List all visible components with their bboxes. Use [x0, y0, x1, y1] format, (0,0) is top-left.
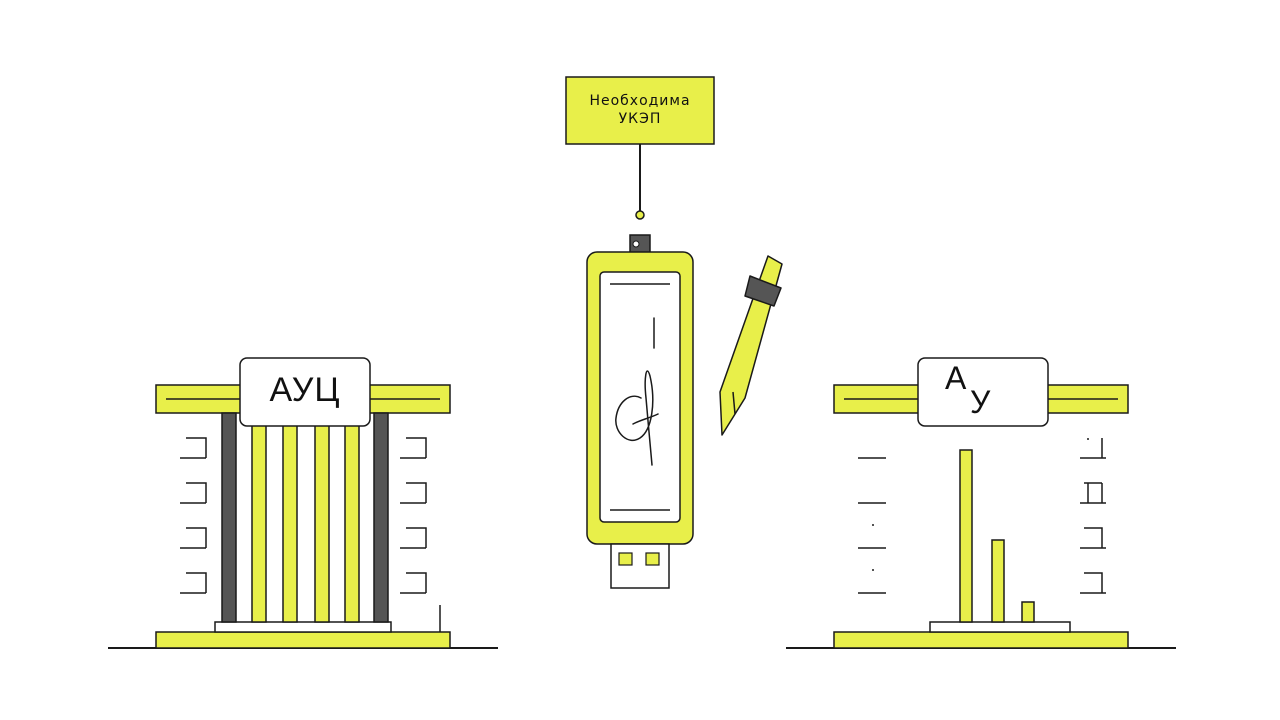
column — [314, 424, 330, 623]
left-sign-text: АУЦ — [269, 371, 341, 409]
left-building — [108, 357, 498, 649]
building-base — [155, 631, 451, 649]
column-dark — [373, 412, 389, 623]
signature-icon — [615, 317, 659, 466]
usb-token-icon — [586, 234, 694, 589]
right-sign-letter-u: У — [970, 384, 991, 420]
building-step — [929, 621, 1071, 633]
left-sign-plate — [239, 357, 371, 427]
column — [1021, 601, 1035, 623]
column — [282, 424, 298, 623]
right-sign-letter-a: А — [945, 360, 967, 396]
connector-dot — [635, 210, 645, 220]
pen-icon — [719, 255, 783, 436]
column — [959, 449, 973, 623]
windows-right — [1080, 438, 1106, 594]
windows-left — [180, 437, 207, 594]
column — [991, 539, 1005, 623]
column-dark — [221, 412, 237, 623]
windows-right — [400, 437, 427, 594]
note-line-2: УКЭП — [618, 111, 662, 127]
note-box — [565, 76, 715, 145]
column — [251, 424, 267, 623]
building-base — [833, 631, 1129, 649]
building-step — [214, 621, 392, 633]
right-sign-plate — [917, 357, 1049, 427]
right-building — [786, 357, 1176, 649]
windows-left — [858, 457, 886, 594]
column — [344, 424, 360, 623]
note-callout — [565, 76, 715, 220]
note-line-1: Необходима — [589, 93, 691, 109]
